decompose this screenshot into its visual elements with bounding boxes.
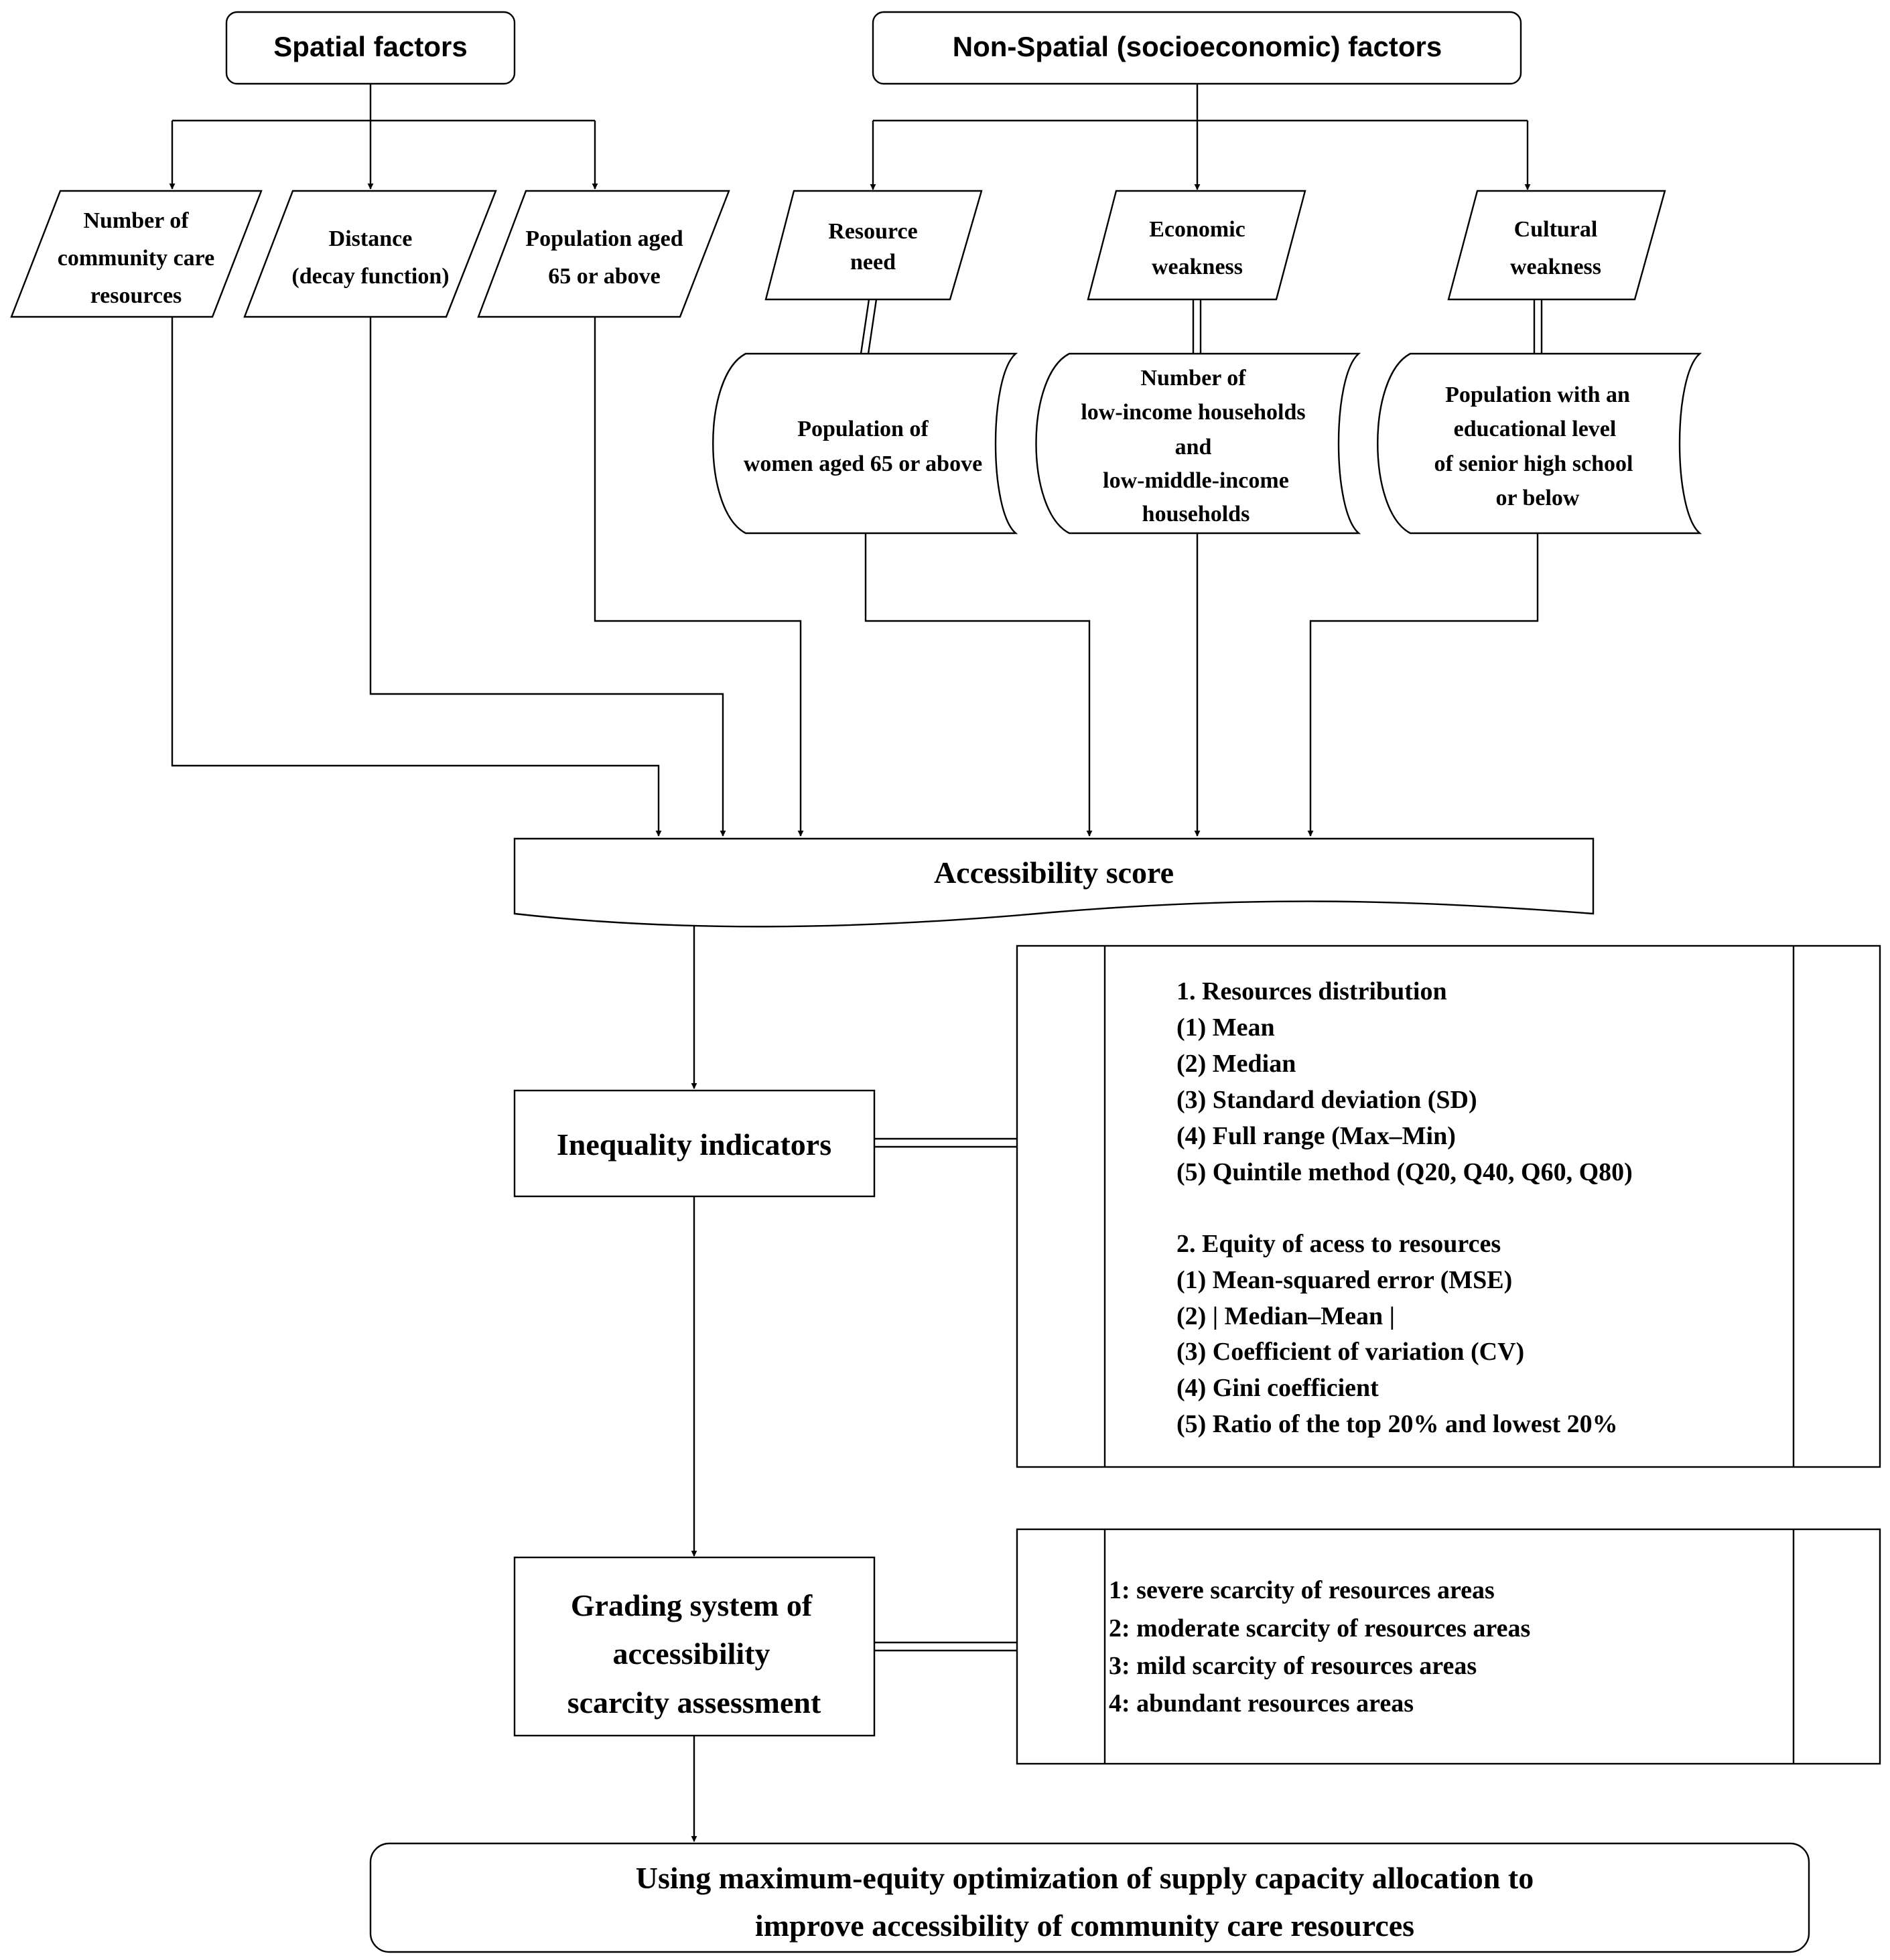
grading-level: 4: abundant resources areas: [1109, 1689, 1414, 1718]
grading-title-line: accessibility: [612, 1636, 770, 1671]
factor-line: (decay function): [291, 264, 449, 289]
accessibility-score-label: Accessibility score: [934, 855, 1174, 890]
detail-line: (2) Median: [1176, 1050, 1296, 1078]
factor-population-65: Population aged 65 or above: [477, 190, 730, 318]
data-line: and: [1175, 435, 1212, 460]
factor-line: need: [850, 250, 896, 275]
detail-line: (5) Quintile method (Q20, Q40, Q60, Q80): [1176, 1158, 1633, 1186]
spatial-factors-header: Spatial factors: [225, 11, 516, 85]
double-link-cultural-weakness: [1533, 299, 1543, 354]
spatial-factors-title: Spatial factors: [273, 31, 467, 62]
grading-system: Grading system of accessibility scarcity…: [513, 1556, 876, 1737]
detail-line: (1) Mean-squared error (MSE): [1176, 1266, 1512, 1294]
double-link-inequality-details: [874, 1137, 1017, 1148]
data-line: Population with an: [1445, 382, 1630, 407]
arrow-women-to-score: [864, 533, 1093, 837]
grading-level: 1: severe scarcity of resources areas: [1109, 1576, 1495, 1604]
inequality-indicators-label: Inequality indicators: [557, 1127, 831, 1162]
factor-line: Number of: [83, 208, 189, 233]
data-line: Population of: [797, 417, 929, 441]
detail-line: (4) Gini coefficient: [1176, 1374, 1379, 1402]
factor-line: 65 or above: [548, 264, 660, 289]
data-education-level: Population with an educational level of …: [1377, 352, 1702, 535]
grading-level: 3: mild scarcity of resources areas: [1109, 1652, 1477, 1680]
data-line: or below: [1496, 486, 1580, 510]
grading-levels-panel: 1: severe scarcity of resources areas 2:…: [1016, 1528, 1881, 1765]
detail-line: (3) Coefficient of variation (CV): [1176, 1338, 1524, 1366]
inequality-details-panel: 1. Resources distribution (1) Mean (2) M…: [1016, 944, 1881, 1468]
non-spatial-factors-title: Non-Spatial (socioeconomic) factors: [953, 31, 1442, 62]
factor-line: community care: [58, 246, 214, 271]
arrow-population-to-score: [594, 317, 804, 837]
detail-line: (3) Standard deviation (SD): [1176, 1086, 1477, 1114]
data-line: of senior high school: [1434, 451, 1633, 476]
factor-line: Population aged: [525, 226, 683, 251]
arrow-distance-to-score: [369, 317, 726, 837]
factor-distance: Distance (decay function): [243, 190, 497, 318]
optimization-line: Using maximum-equity optimization of sup…: [636, 1861, 1534, 1895]
factor-community-care-resources: Number of community care resources: [10, 190, 263, 318]
inequality-indicators: Inequality indicators: [513, 1089, 876, 1198]
factor-line: Cultural: [1514, 217, 1598, 242]
factor-cultural-weakness: Cultural weakness: [1447, 190, 1666, 301]
detail-line: (4) Full range (Max–Min): [1176, 1122, 1456, 1150]
data-line: Number of: [1140, 366, 1246, 391]
factor-line: weakness: [1152, 255, 1243, 279]
connectors: [169, 84, 1543, 1842]
non-spatial-factors-header: Non-Spatial (socioeconomic) factors: [872, 11, 1522, 85]
detail-line: (5) Ratio of the top 20% and lowest 20%: [1176, 1410, 1618, 1438]
grading-title-line: Grading system of: [571, 1588, 813, 1622]
factor-line: Economic: [1149, 217, 1245, 242]
optimization-goal: Using maximum-equity optimization of sup…: [369, 1842, 1810, 1953]
detail-line: 2. Equity of acess to resources: [1176, 1230, 1501, 1258]
detail-line: 1. Resources distribution: [1176, 977, 1447, 1005]
grading-title-line: scarcity assessment: [567, 1685, 821, 1720]
accessibility-score: Accessibility score: [513, 837, 1595, 928]
optimization-line: improve accessibility of community care …: [755, 1908, 1414, 1943]
factor-line: Resource: [828, 219, 917, 244]
double-link-grading-levels: [874, 1641, 1017, 1652]
data-women-65: Population of women aged 65 or above: [712, 352, 1018, 535]
double-link-economic-weakness: [1192, 299, 1202, 354]
data-line: households: [1142, 502, 1250, 527]
factor-line: resources: [90, 283, 182, 308]
data-line: low-middle-income: [1103, 468, 1289, 493]
data-line: educational level: [1454, 417, 1617, 441]
data-line: low-income households: [1081, 400, 1305, 425]
data-low-income-households: Number of low-income households and low-…: [1035, 352, 1361, 535]
detail-line: (1) Mean: [1176, 1013, 1275, 1042]
detail-line: (2) | Median–Mean |: [1176, 1302, 1395, 1330]
grading-level: 2: moderate scarcity of resources areas: [1109, 1614, 1530, 1642]
factor-resource-need: Resource need: [764, 190, 983, 301]
factor-economic-weakness: Economic weakness: [1087, 190, 1306, 301]
factor-line: Distance: [329, 226, 413, 251]
arrow-education-to-score: [1307, 533, 1539, 837]
double-link-resource-need: [860, 299, 878, 354]
factor-line: weakness: [1510, 255, 1601, 279]
arrow-community-care-to-score: [171, 317, 662, 837]
data-line: women aged 65 or above: [744, 451, 982, 476]
